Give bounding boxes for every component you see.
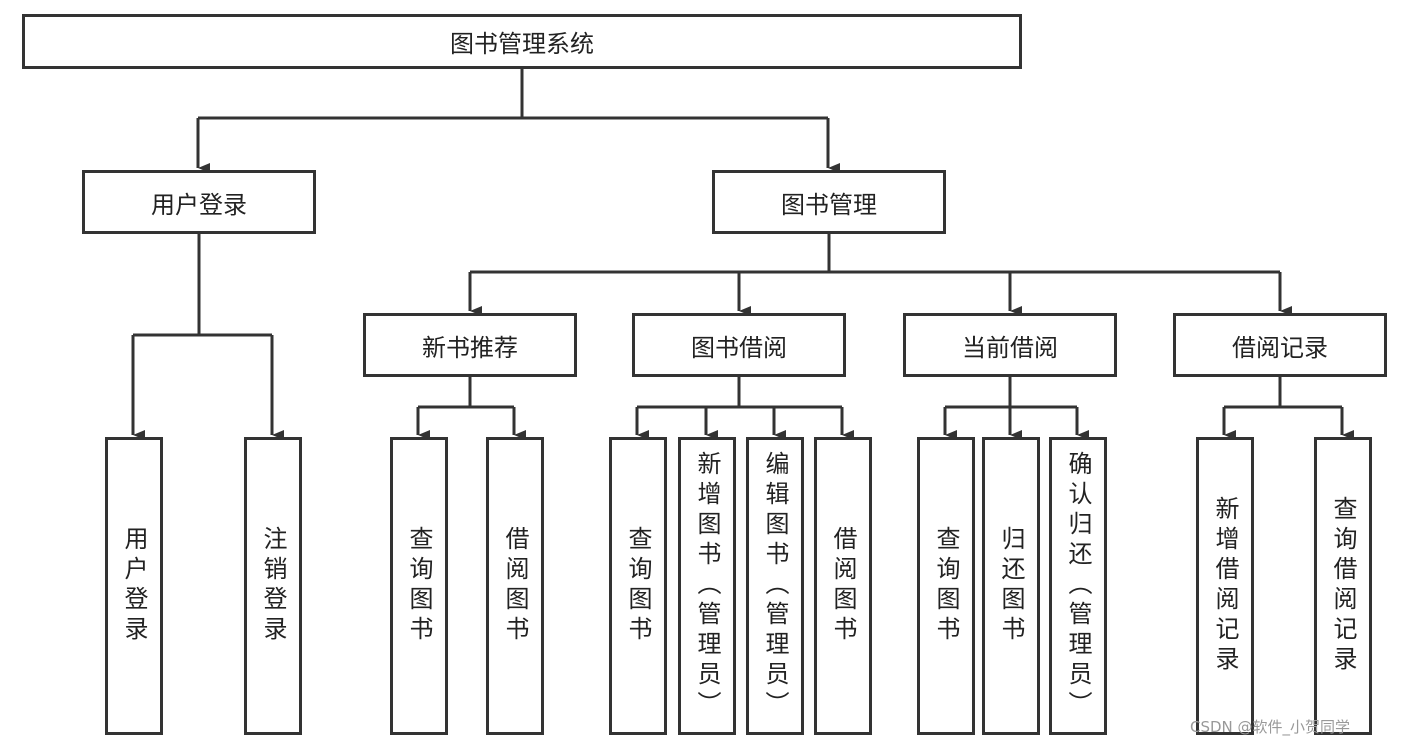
leaf-node: 编辑图书（管理员） (746, 437, 804, 735)
submodule-node-label: 借阅记录 (1232, 333, 1328, 362)
submodule-node: 借阅记录 (1173, 313, 1387, 377)
submodule-node: 新书推荐 (363, 313, 577, 377)
submodule-node-label: 新书推荐 (422, 333, 518, 362)
leaf-node-label: 新增图书（管理员） (693, 451, 721, 721)
leaf-node-label: 归还图书 (997, 526, 1025, 646)
leaf-node: 借阅图书 (486, 437, 544, 735)
leaf-node-label: 注销登录 (259, 526, 287, 646)
leaf-node: 查询图书 (917, 437, 975, 735)
submodule-node: 图书借阅 (632, 313, 846, 377)
module-node-label: 用户登录 (151, 190, 247, 219)
leaf-node: 查询图书 (609, 437, 667, 735)
watermark: CSDN @软件_小贺同学 (1190, 718, 1351, 736)
leaf-node-label: 借阅图书 (501, 526, 529, 646)
leaf-node-label: 借阅图书 (829, 526, 857, 646)
leaf-node-label: 查询图书 (932, 526, 960, 646)
submodule-node: 当前借阅 (903, 313, 1117, 377)
leaf-node-label: 确认归还（管理员） (1064, 451, 1092, 721)
root-node: 图书管理系统 (22, 14, 1022, 69)
submodule-node-label: 当前借阅 (962, 333, 1058, 362)
module-node: 用户登录 (82, 170, 316, 234)
module-node: 图书管理 (712, 170, 946, 234)
leaf-node: 查询借阅记录 (1314, 437, 1372, 735)
leaf-node: 注销登录 (244, 437, 302, 735)
leaf-node: 借阅图书 (814, 437, 872, 735)
submodule-node-label: 图书借阅 (691, 333, 787, 362)
leaf-node-label: 编辑图书（管理员） (761, 451, 789, 721)
leaf-node: 查询图书 (390, 437, 448, 735)
leaf-node-label: 查询图书 (624, 526, 652, 646)
root-node-label: 图书管理系统 (450, 30, 594, 58)
leaf-node: 归还图书 (982, 437, 1040, 735)
leaf-node: 新增借阅记录 (1196, 437, 1254, 735)
leaf-node-label: 用户登录 (120, 526, 148, 646)
leaf-node-label: 查询借阅记录 (1329, 496, 1357, 676)
module-node-label: 图书管理 (781, 190, 877, 219)
leaf-node: 用户登录 (105, 437, 163, 735)
leaf-node: 新增图书（管理员） (678, 437, 736, 735)
leaf-node-label: 新增借阅记录 (1211, 496, 1239, 676)
leaf-node: 确认归还（管理员） (1049, 437, 1107, 735)
leaf-node-label: 查询图书 (405, 526, 433, 646)
